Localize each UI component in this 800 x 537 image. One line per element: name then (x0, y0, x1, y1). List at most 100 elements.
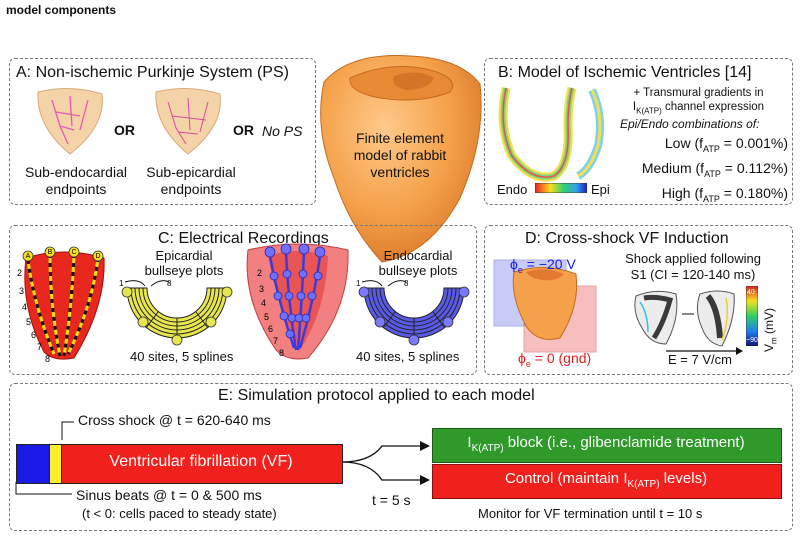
block-sub: K(ATP) (471, 443, 504, 454)
spline-letter: A (26, 253, 31, 260)
panel-c (9, 225, 477, 375)
level-medium-name: Medium (641, 159, 692, 176)
sinus-label: Sinus beats @ t = 0 & 500 ms (76, 487, 262, 503)
epi-sites-label: 40 sites, 5 splines (130, 349, 234, 364)
efield-arrow (666, 347, 743, 355)
gradient-desc-rest: channel expression (661, 101, 765, 113)
cross-shock-setup (493, 259, 597, 353)
phi-sub-1: e (517, 264, 523, 275)
endo-label: Endo (497, 182, 528, 197)
site-number: 5 (264, 312, 269, 322)
f-sym-2: f (700, 159, 705, 176)
site-number: 3 (259, 284, 264, 294)
site-number: 5 (26, 317, 31, 327)
no-ps-label: No PS (262, 123, 303, 139)
shock-desc-2: S1 (CI = 120-140 ms) (630, 267, 756, 282)
vm-cbar-top: 40 (747, 289, 755, 296)
phi-symbol-1: ϕ (510, 256, 518, 272)
phi-top-value: = −20 V (526, 256, 576, 272)
spline-letter: B (48, 249, 53, 256)
level-low: Low (fATP = 0.001%) (664, 135, 788, 154)
efield-label: E = 7 V/cm (668, 352, 732, 367)
site-number: 8 (279, 348, 284, 358)
vm-cbar-bottom: −90 (746, 337, 758, 344)
f-sub-1: ATP (703, 143, 720, 154)
site-number: 2 (17, 268, 22, 278)
bullseye-8-label: 8 (404, 280, 409, 288)
control-box (432, 464, 782, 499)
vm-cbar-label: Vm (mV) (762, 308, 778, 352)
or-label-2: OR (233, 122, 254, 138)
site-number: 7 (37, 342, 42, 352)
phi-top-label: ϕe = −20 V (510, 256, 576, 275)
epicardial-heart: A B C D 2 3 4 5 6 7 8 (17, 246, 105, 364)
control-rest: levels) (659, 470, 708, 487)
phi-bottom-label: ϕe = 0 (gnd) (518, 350, 591, 369)
f-sym-3: f (699, 184, 704, 201)
phi-sub-2: e (525, 358, 531, 369)
vf-label: Ventricular fibrillation (VF) (109, 453, 293, 470)
sub-epicardial-label: Sub-epicardial endpoints (146, 164, 236, 197)
vm-heart-maps (634, 290, 735, 347)
endocardial-bullseye-label: Endocardial bullseye plots (378, 248, 458, 278)
timeline-connectors (15, 421, 430, 495)
control-pre: Control (maintain I (504, 470, 628, 487)
phi-bottom-value: = 0 (gnd) (534, 350, 592, 366)
t5-label: t = 5 s (372, 492, 411, 508)
panel-e-title: E: Simulation protocol applied to each m… (218, 387, 535, 404)
panel-b (484, 58, 793, 205)
phi-symbol-2: ϕ (518, 350, 526, 366)
gradient-desc-sub: K(ATP) (636, 106, 662, 116)
vm-sub: m (769, 337, 779, 344)
site-number: 3 (19, 286, 24, 296)
endocardial-bullseye: 1 8 (356, 280, 470, 346)
f-sym-1: f (699, 135, 704, 151)
epicardial-bullseye: 1 8 (119, 280, 233, 346)
epi-label: Epi (591, 182, 610, 197)
katp-block-label: IK(ATP) block (i.e., glibenclamide treat… (432, 434, 780, 454)
endo-epi-colorbar (535, 183, 587, 193)
level-medium-value: 0.112% (736, 159, 784, 176)
gradient-desc-line1: + Transmural gradients in (633, 87, 764, 99)
level-high: High (fATP = 0.180%) (661, 184, 788, 204)
ischemic-ventricle-slice (498, 86, 604, 182)
panel-d (484, 225, 793, 375)
shock-desc: Shock applied following S1 (CI = 120-140… (612, 251, 774, 283)
purkinje-heart-1 (37, 87, 103, 155)
site-number: 4 (261, 298, 266, 308)
endocardial-heart: 2 3 4 5 6 7 8 (246, 243, 349, 360)
bullseye-1-label: 1 (119, 280, 124, 288)
spline-letter: C (71, 249, 76, 256)
control-label: Control (maintain IK(ATP) levels) (432, 470, 780, 490)
gradient-desc-i: I (632, 101, 637, 113)
shock-desc-1: Shock applied following (625, 251, 761, 266)
gradient-desc: + Transmural gradients in IK(ATP) channe… (611, 86, 786, 118)
sub-endocardial-label: Sub-endocardial endpoints (25, 164, 127, 197)
panel-c-title: C: Electrical Recordings (158, 230, 329, 247)
monitor-label: Monitor for VF termination until t = 10 … (478, 506, 703, 521)
site-number: 6 (268, 324, 273, 334)
combos-label: Epi/Endo combinations of: (620, 117, 760, 131)
purkinje-heart-2 (155, 87, 221, 155)
vm-symbol: V (762, 343, 776, 352)
bullseye-1-label: 1 (356, 280, 361, 288)
vm-unit: (mV) (762, 307, 776, 338)
panel-a-title: A: Non-ischemic Purkinje System (PS) (16, 64, 289, 81)
levels-list: Low (fATP = 0.001%) Medium (fATP = 0.112… (606, 134, 788, 208)
katp-block-box (432, 428, 782, 463)
panel-a (9, 58, 316, 205)
figure-header: model components (6, 3, 117, 17)
control-sub: K(ATP) (627, 479, 660, 490)
panel-d-title: D: Cross-shock VF Induction (525, 230, 729, 247)
f-sub-3: ATP (703, 193, 720, 204)
bullseye-8-label: 8 (167, 280, 172, 288)
steady-state-label: (t < 0: cells paced to steady state) (82, 506, 277, 521)
center-model-label: Finite element model of rabbit ventricle… (353, 130, 447, 180)
site-number: 4 (22, 302, 27, 312)
level-high-value: 0.180% (735, 184, 784, 201)
site-number: 2 (257, 268, 262, 278)
site-number: 8 (45, 354, 50, 364)
vf-segment (61, 444, 343, 484)
or-label-1: OR (114, 122, 135, 138)
panel-b-title: B: Model of Ischemic Ventricles [14] (498, 64, 752, 81)
